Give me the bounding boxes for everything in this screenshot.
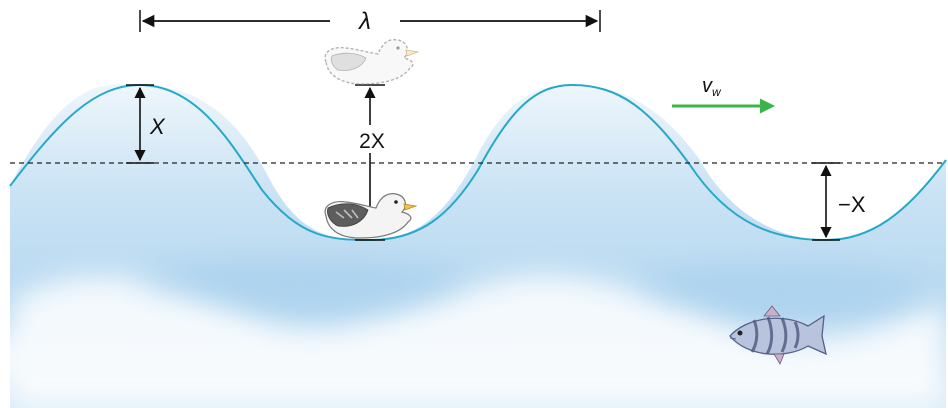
negative-amplitude-label: −X <box>838 192 866 217</box>
ghost-duck-icon <box>325 40 418 84</box>
wavelength-label: λ <box>357 8 371 35</box>
amplitude-label: X <box>149 114 166 139</box>
negative-amplitude-dimension: −X <box>812 163 866 240</box>
velocity-subscript: w <box>712 85 722 99</box>
wavelength-dimension: λ <box>140 8 600 35</box>
wave-velocity: vw <box>672 75 772 106</box>
water-body <box>0 84 946 408</box>
velocity-label: vw <box>702 75 722 99</box>
double-amplitude-label: 2X <box>359 130 385 153</box>
